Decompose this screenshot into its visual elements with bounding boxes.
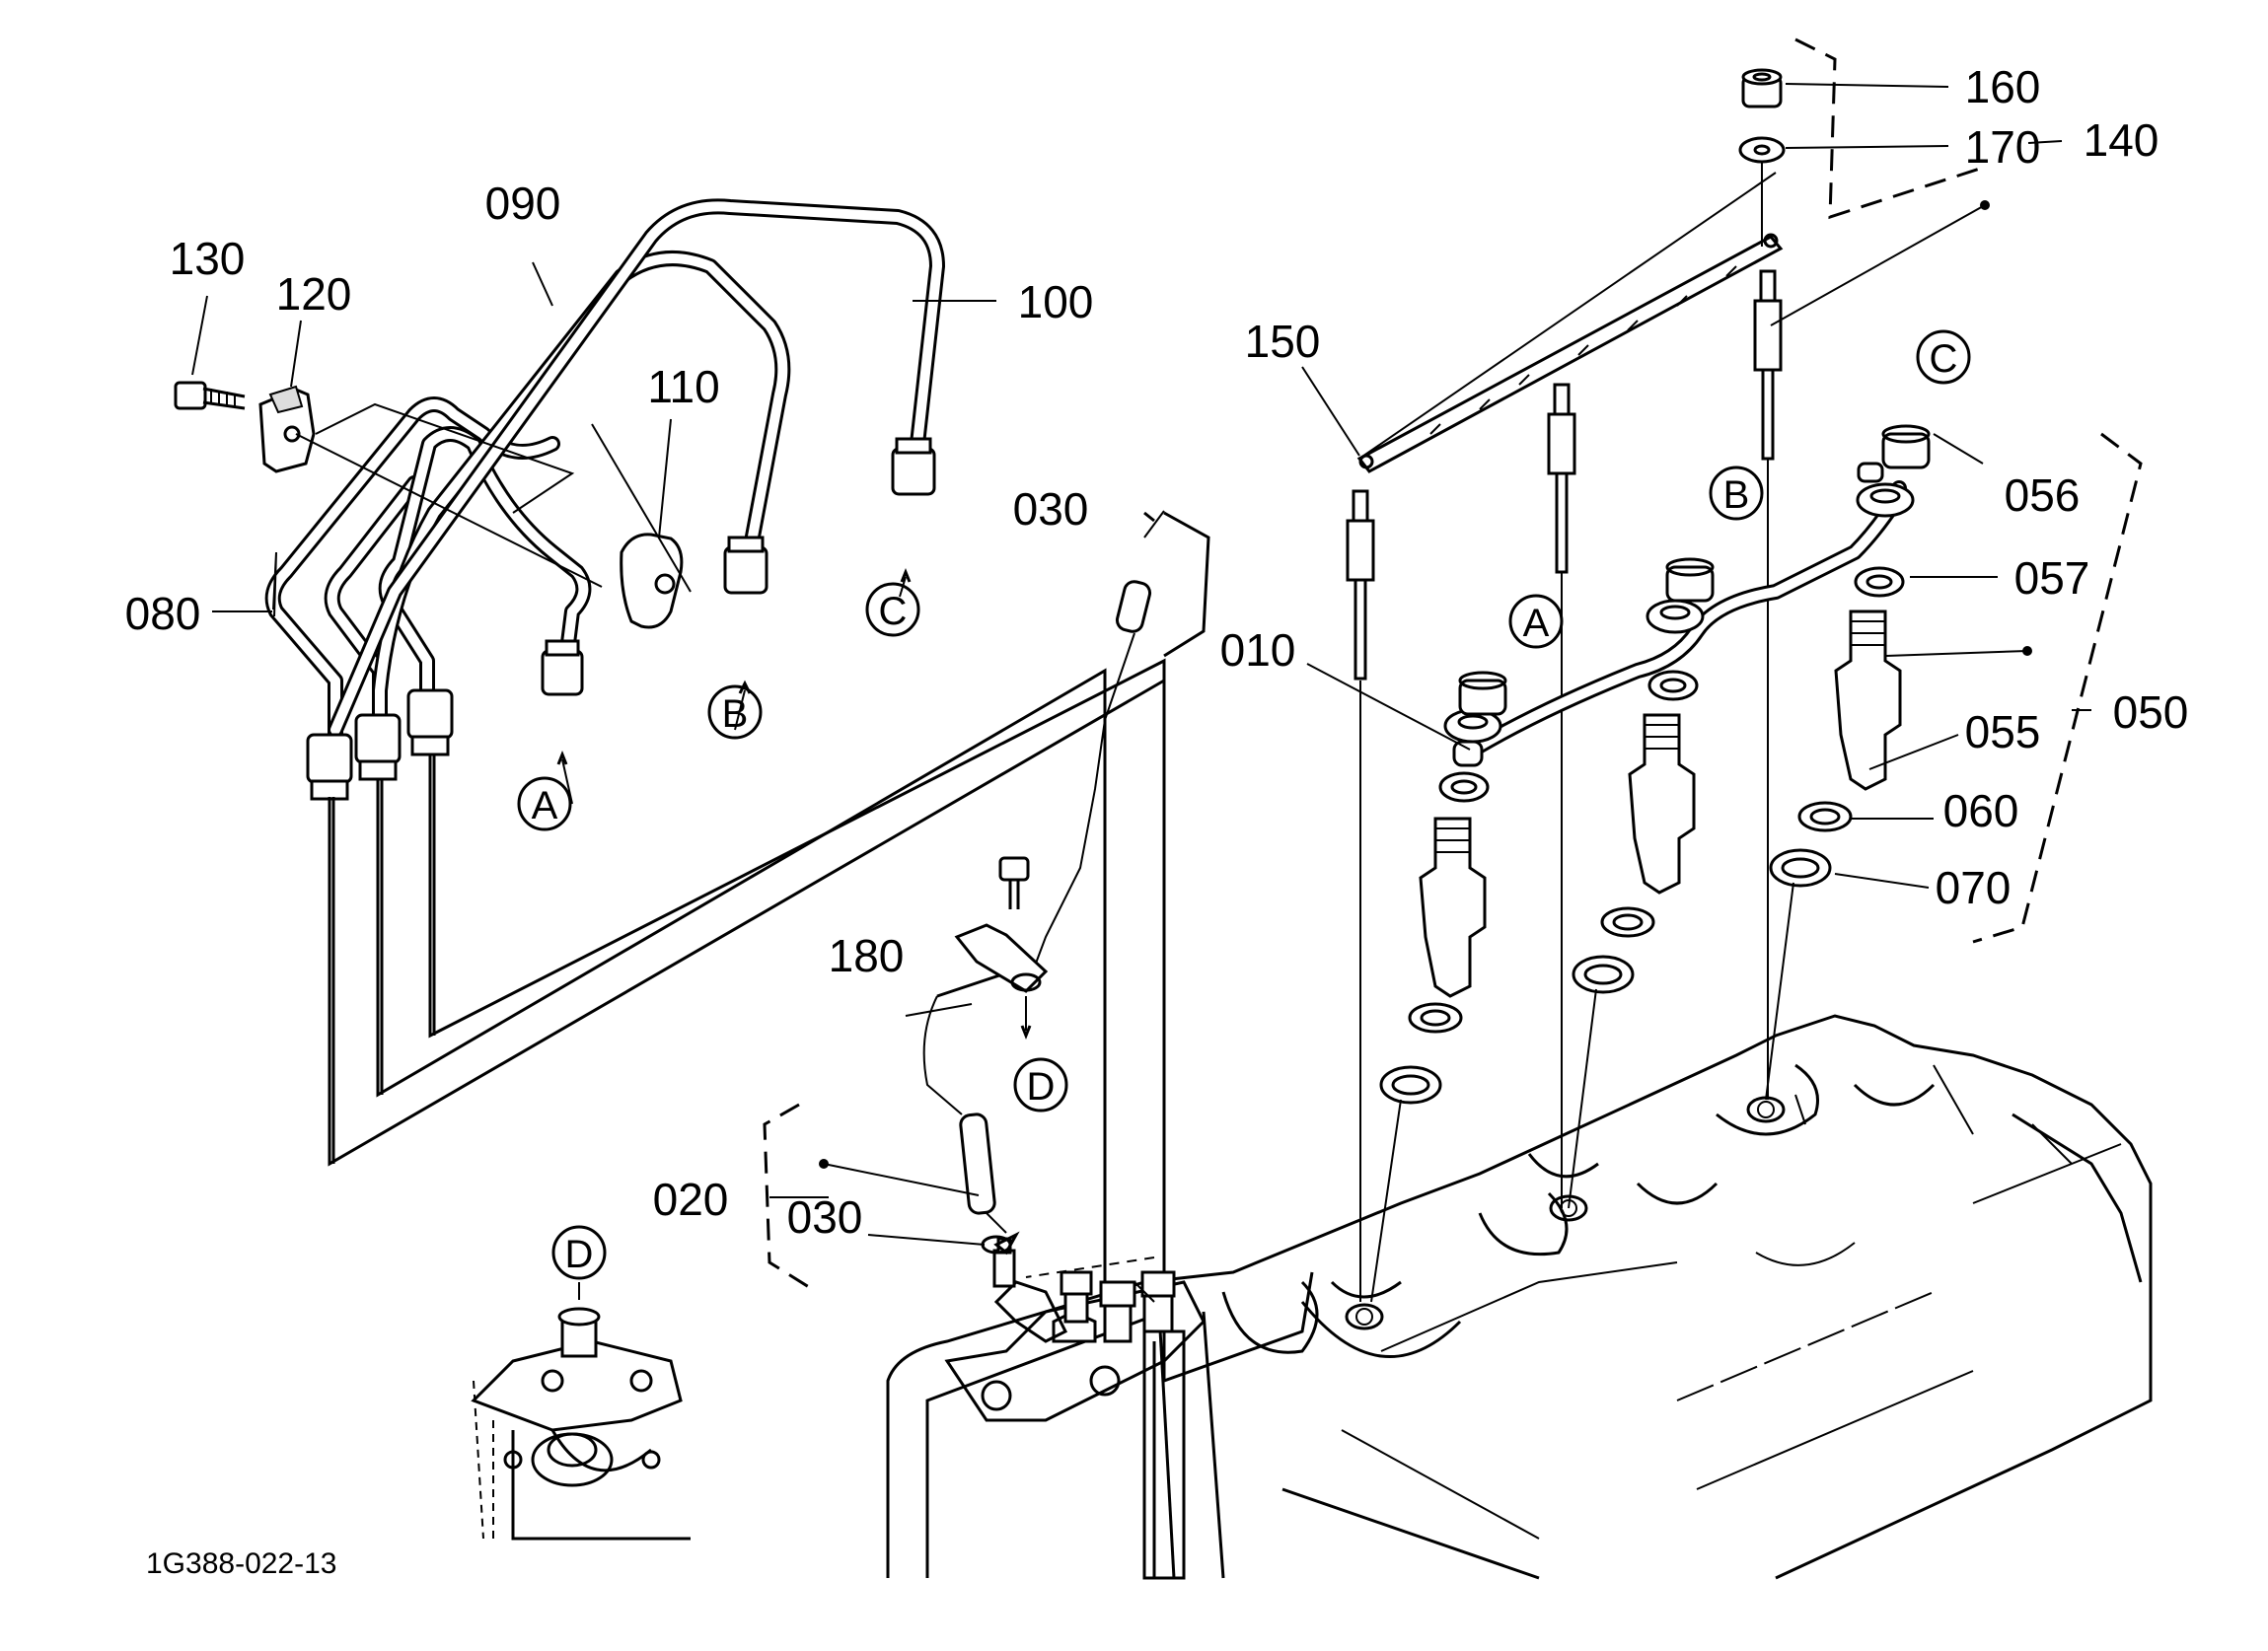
glow-plug-lead-150 (1356, 172, 1784, 473)
leader-lines (191, 83, 2091, 1300)
reference-marker: C (865, 582, 920, 637)
label-055: 055 (1965, 706, 2041, 757)
marker-b-right: B (1723, 473, 1750, 517)
label-050: 050 (2113, 686, 2189, 738)
label-110: 110 (647, 361, 719, 412)
reference-marker: B (1709, 466, 1764, 521)
bracket-140 (1794, 37, 1984, 220)
leak-off-pipe-010 (1443, 424, 1931, 767)
marker-c-right: C (1930, 337, 1958, 381)
clamp-and-bolt (174, 381, 603, 588)
drawing-code: 1G388-022-13 (146, 1547, 336, 1580)
marker-d-top: D (1027, 1065, 1056, 1109)
glow-plugs (1346, 269, 1783, 1302)
reference-marker: C (1916, 329, 1971, 385)
label-010: 010 (1220, 624, 1296, 676)
label-150: 150 (1245, 316, 1321, 367)
reference-marker: A (517, 776, 572, 831)
label-020: 020 (653, 1174, 729, 1225)
label-030-bottom: 030 (787, 1191, 863, 1243)
label-070: 070 (1936, 862, 2012, 913)
marker-a-right: A (1523, 602, 1550, 645)
part-labels: 090 130 120 100 110 080 030 150 010 160 … (125, 61, 2189, 1580)
pump-detail-d (471, 1307, 691, 1541)
pipe-clamp-110 (591, 423, 692, 629)
pipe-nut (306, 437, 936, 801)
bracket-020 (763, 1103, 810, 1289)
marker-b-left: B (722, 692, 749, 736)
label-140: 140 (2084, 114, 2159, 166)
reference-marker: B (707, 684, 763, 740)
label-160: 160 (1965, 61, 2041, 112)
label-030-top: 030 (1013, 483, 1089, 535)
label-090: 090 (485, 178, 561, 229)
label-060: 060 (1943, 785, 2019, 836)
pump-delivery-valves (992, 1237, 1176, 1343)
label-130: 130 (170, 233, 246, 284)
marker-d-bottom: D (565, 1233, 594, 1276)
reference-marker: D (551, 1225, 607, 1280)
reference-marker: A (1508, 594, 1564, 649)
reference-marker: D (1013, 1057, 1068, 1113)
bracket-050 (1972, 432, 2143, 944)
label-080: 080 (125, 588, 201, 639)
overflow-hose-group (922, 511, 1210, 1303)
label-120: 120 (276, 268, 352, 320)
label-170: 170 (1965, 121, 2041, 173)
label-180: 180 (829, 930, 905, 981)
label-100: 100 (1018, 276, 1094, 327)
label-057: 057 (2014, 552, 2090, 604)
injection-nozzles (1370, 566, 1905, 1303)
label-056: 056 (2005, 469, 2081, 521)
nut-washer (1738, 68, 1786, 247)
marker-a-left: A (532, 784, 558, 827)
marker-c-left: C (879, 590, 908, 633)
